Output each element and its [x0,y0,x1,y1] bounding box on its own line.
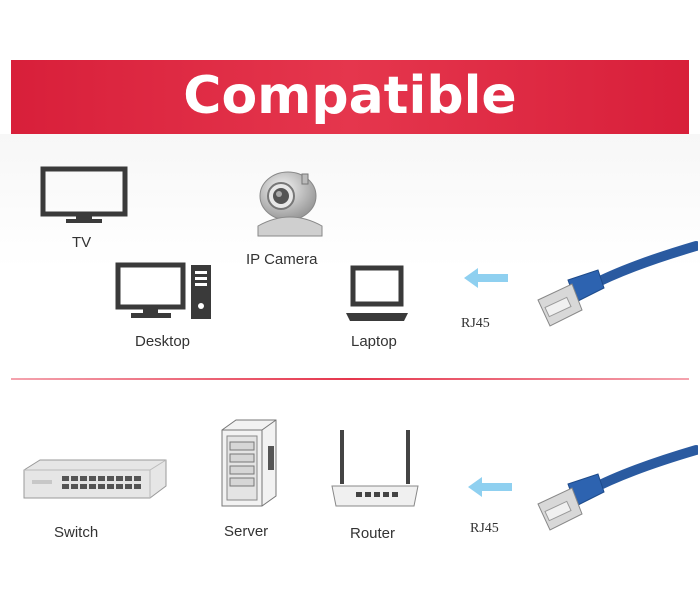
device-label-desktop: Desktop [135,333,191,350]
router-icon [331,430,419,507]
ethernet-cable-icon [537,241,698,327]
device-label-switch: Switch [54,524,99,541]
ip-camera-icon [257,171,323,237]
top-devices-section [0,134,700,379]
section-divider [11,378,689,380]
compatible-banner: Compatible [11,60,689,134]
device-label-tv: TV [72,234,92,251]
laptop-icon [346,265,408,321]
switch-icon [23,459,167,499]
device-label-server: Server [224,523,269,540]
device-label-router: Router [350,525,396,542]
server-icon [221,419,277,507]
tv-icon [40,166,128,223]
arrow-left-icon [464,268,508,288]
arrow-left-icon [468,477,512,497]
device-label-laptop: Laptop [351,333,397,350]
banner-title: Compatible [183,66,517,126]
rj45-label-bottom: RJ45 [470,521,499,536]
ethernet-cable-icon [537,445,698,531]
device-label-ip-camera: IP Camera [246,251,318,268]
desktop-icon [115,262,211,319]
rj45-label-top: RJ45 [461,316,490,331]
